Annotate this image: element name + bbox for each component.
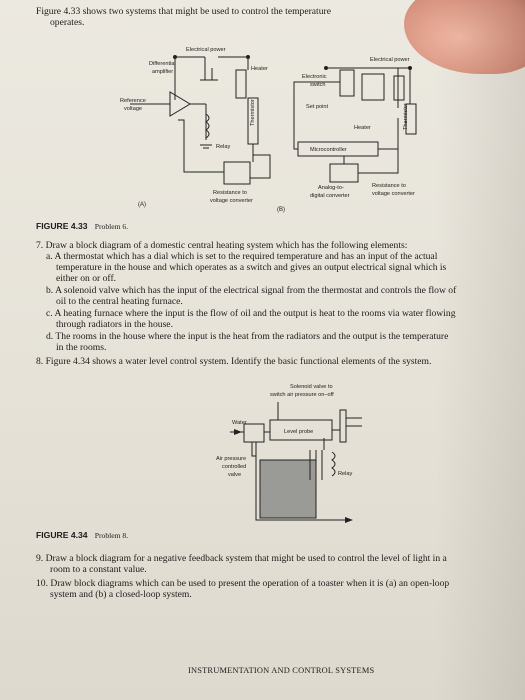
fig433b-set-point: Set point bbox=[306, 104, 329, 110]
figure-4-34-caption: FIGURE 4.34 Problem 8. bbox=[36, 530, 128, 540]
problem-10-line-1: 10. Draw block diagrams which can be use… bbox=[36, 578, 450, 589]
fig433a-reference-2: voltage bbox=[124, 106, 143, 112]
fig433b-heater: Heater bbox=[354, 125, 371, 131]
fig433b-electronic-1: Electronic bbox=[302, 74, 327, 80]
problem-7-d-2: in the rooms. bbox=[56, 342, 107, 353]
problem-8-text: 8. Figure 4.34 shows a water level contr… bbox=[36, 356, 432, 367]
figure-4-33-diagram bbox=[130, 55, 417, 185]
fig433b-tag: (B) bbox=[277, 207, 285, 213]
fig433b-adc-1: Analog-to- bbox=[318, 185, 344, 191]
fig433a-rv-converter-1: Resistance to bbox=[213, 190, 247, 196]
problem-7-b-1: b. A solenoid valve which has the input … bbox=[46, 285, 457, 296]
fig433a-heater: Heater bbox=[251, 66, 268, 72]
problem-7-c-1: c. A heating furnace where the input is … bbox=[46, 308, 456, 319]
problem-7-b-2: oil to the central heating furnace. bbox=[56, 296, 183, 307]
fig434-solenoid-1: Solenoid valve to bbox=[290, 384, 333, 390]
fig433b-thermistor: Thermistor bbox=[403, 103, 409, 130]
fig433a-diff-amp-1: Differential bbox=[149, 61, 176, 67]
fig433a-thermistor: Thermistor bbox=[250, 99, 256, 126]
fig434-air-2: controlled bbox=[222, 464, 247, 470]
figure-4-34-number: FIGURE 4.34 bbox=[36, 530, 88, 540]
fig433b-adc-2: digital converter bbox=[310, 193, 350, 199]
running-footer: INSTRUMENTATION AND CONTROL SYSTEMS bbox=[188, 666, 375, 675]
fig434-air-3: valve bbox=[228, 472, 242, 478]
problem-9-line-2: room to a constant value. bbox=[50, 564, 147, 575]
problem-9-line-1: 9. Draw a block diagram for a negative f… bbox=[36, 553, 447, 564]
problem-7-a-1: a. A thermostat which has a dial which i… bbox=[46, 251, 438, 262]
figure-4-34-diagram bbox=[230, 402, 362, 523]
fig433a-relay: Relay bbox=[216, 144, 231, 150]
fig434-relay: Relay bbox=[338, 471, 353, 477]
figure-4-33-number: FIGURE 4.33 bbox=[36, 221, 88, 231]
fig434-water: Water bbox=[232, 420, 247, 426]
problem-7-stem: 7. Draw a block diagram of a domestic ce… bbox=[36, 240, 408, 251]
fig433b-rv-1: Resistance to bbox=[372, 183, 406, 189]
problem-10-line-2: system and (b) a closed-loop system. bbox=[50, 589, 192, 600]
problem-6-text: Figure 4.33 shows two systems that might… bbox=[36, 6, 331, 17]
fig433a-reference-1: Reference bbox=[120, 98, 146, 104]
figure-4-33-caption: FIGURE 4.33 Problem 6. bbox=[36, 221, 128, 231]
fig433b-rv-2: voltage converter bbox=[372, 191, 415, 197]
fig433b-electrical-power: Electrical power bbox=[370, 57, 410, 63]
figure-4-33-problem-ref: Problem 6. bbox=[94, 222, 129, 231]
problem-6-line-1: Figure 4.33 shows two systems that might… bbox=[36, 6, 331, 17]
fig433a-tag: (A) bbox=[138, 202, 146, 208]
problem-7-c-2: through radiators in the house. bbox=[56, 319, 173, 330]
fig434-level-probe: Level probe bbox=[284, 429, 314, 435]
fig434-solenoid-2: switch air pressure on–off bbox=[270, 392, 334, 398]
problem-7-a-2: temperature in the house and which opera… bbox=[56, 262, 447, 273]
fig433b-microcontroller: Microcontroller bbox=[310, 147, 347, 153]
fig433a-electrical-power: Electrical power bbox=[186, 47, 226, 53]
fig433a-rv-converter-2: voltage converter bbox=[210, 198, 253, 204]
fig433a-diff-amp-2: amplifier bbox=[152, 69, 174, 75]
problem-7-d-1: d. The rooms in the house where the inpu… bbox=[46, 331, 449, 342]
problem-6-line-2: operates. bbox=[50, 17, 85, 28]
fig434-air-1: Air pressure bbox=[216, 456, 247, 462]
fig433b-electronic-2: switch bbox=[310, 82, 326, 88]
figure-4-34-problem-ref: Problem 8. bbox=[94, 531, 129, 540]
problem-7-a-3: either on or off. bbox=[56, 273, 117, 284]
